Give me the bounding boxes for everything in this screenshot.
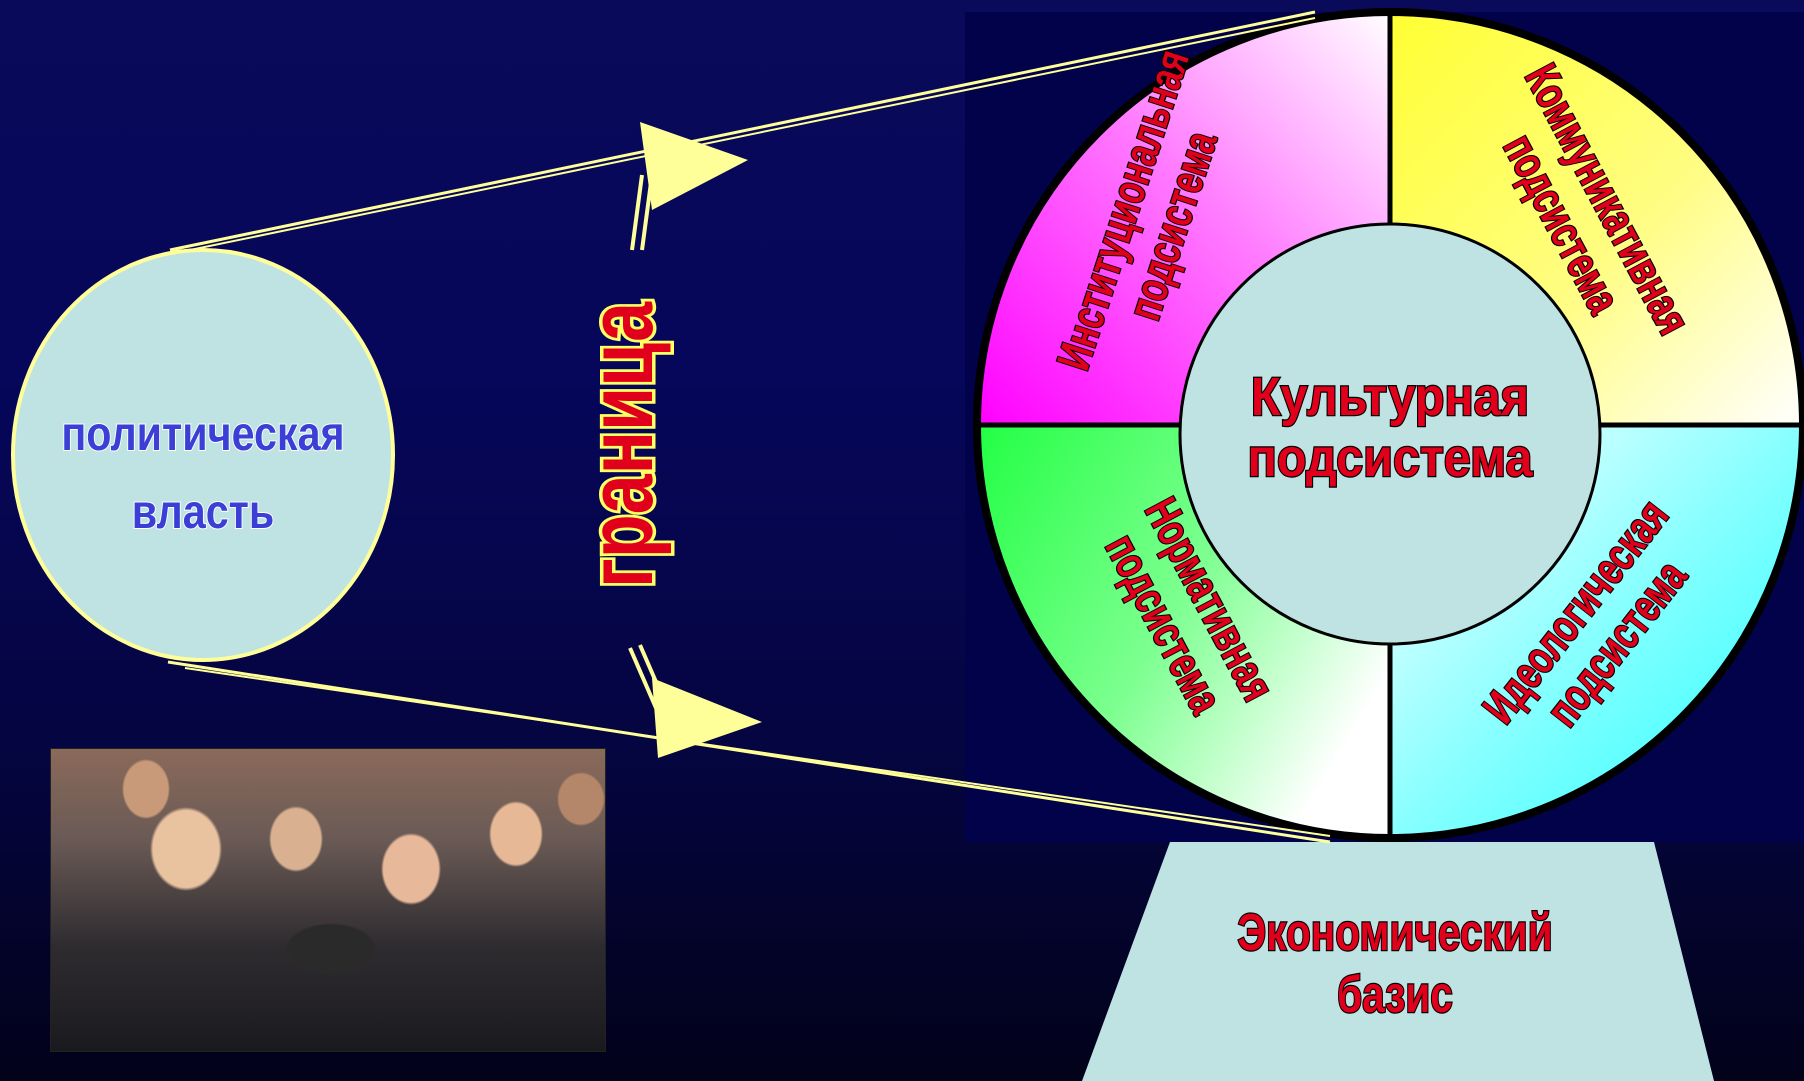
connector-bottom-inner — [184, 667, 1331, 837]
political-power-circle — [11, 248, 395, 662]
political-power-line1: политическая — [61, 407, 344, 461]
connector-lines — [167, 10, 1331, 844]
arrow-bottom — [628, 644, 762, 758]
arrow-top-head — [640, 122, 748, 210]
center-circle — [1178, 222, 1602, 646]
subsystem-wheel — [973, 8, 1804, 842]
political-power-line2: власть — [132, 485, 275, 539]
economic-base-line1: Экономический — [1237, 903, 1552, 961]
center-label-line2: подсистема — [1247, 427, 1532, 488]
crowd-photo — [50, 748, 606, 1052]
connector-top-inner — [189, 17, 1316, 251]
connector-top — [169, 10, 1316, 252]
connector-bottom — [167, 660, 1331, 844]
arrow-bottom-head — [652, 678, 762, 758]
economic-base-line2: базис — [1337, 965, 1453, 1023]
economic-base-trapezoid — [1082, 842, 1714, 1081]
arrow-top — [630, 122, 748, 251]
boundary-label: граница — [569, 301, 672, 588]
center-label-line1: Культурная — [1251, 366, 1529, 427]
